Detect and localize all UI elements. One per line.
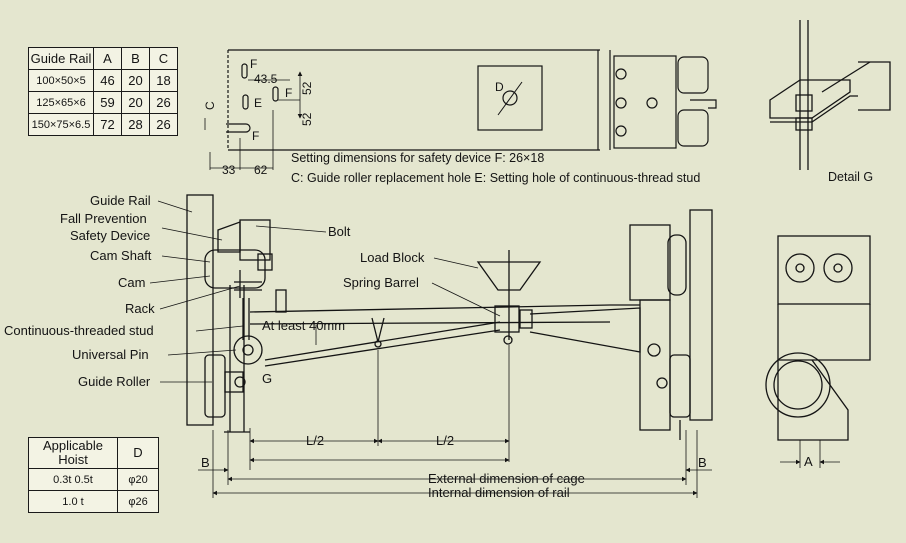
top-view-labels: F 43.5 52 E F 52 C F 33 62 D: [203, 57, 504, 177]
label-spring-barrel: Spring Barrel: [343, 275, 419, 290]
table-row: 0.3t 0.5t φ20: [28, 468, 159, 491]
table-cell: 59: [93, 91, 122, 114]
table-header-row: Guide Rail A B C: [28, 47, 178, 70]
leader-lines: [149, 200, 501, 383]
table-cell: 125×65×6: [28, 91, 94, 114]
notes: Setting dimensions for safety device F: …: [291, 151, 873, 185]
guide-rail-table: Guide Rail A B C 100×50×5 46 20 18 125×6…: [28, 47, 178, 136]
label-bolt: Bolt: [328, 224, 351, 239]
table-row: 150×75×6.5 72 28 26: [28, 113, 178, 136]
hoist-table: Applicable Hoist D 0.3t 0.5t φ20 1.0 t φ…: [28, 437, 159, 513]
side-view-labels: Guide Rail Fall Prevention Safety Device…: [4, 193, 813, 500]
label-e: E: [254, 96, 262, 110]
label-fall-prevention: Fall Prevention: [60, 211, 147, 226]
label-rack: Rack: [125, 301, 155, 316]
table-cell: 26: [149, 113, 178, 136]
table-cell: D: [117, 437, 159, 469]
dim-62: 62: [254, 163, 268, 177]
label-f2: F: [285, 86, 292, 100]
note-holes: C: Guide roller replacement hole E: Sett…: [291, 171, 700, 185]
table-cell: Guide Rail: [28, 47, 94, 70]
table-cell: 26: [149, 91, 178, 114]
label-f3: F: [252, 129, 259, 143]
label-guide-roller: Guide Roller: [78, 374, 151, 389]
label-d: D: [495, 80, 504, 94]
label-safety-device: Safety Device: [70, 228, 150, 243]
table-cell: 150×75×6.5: [28, 113, 94, 136]
dimension-lines: [198, 345, 712, 498]
dim-43-5: 43.5: [254, 72, 278, 86]
label-g: G: [262, 371, 272, 386]
label-c: C: [203, 101, 217, 110]
table-row: 100×50×5 46 20 18: [28, 69, 178, 92]
table-cell: Applicable Hoist: [28, 437, 118, 469]
label-at-least: At least 40mm: [262, 318, 345, 333]
table-cell: 20: [121, 69, 150, 92]
table-cell: φ26: [117, 490, 159, 513]
note-detail-g: Detail G: [828, 170, 873, 184]
table-row: 125×65×6 59 20 26: [28, 91, 178, 114]
dim-b-left: B: [201, 455, 210, 470]
label-stud: Continuous-threaded stud: [4, 323, 154, 338]
dim-l-half-2: L/2: [436, 433, 454, 448]
dim-l-half-1: L/2: [306, 433, 324, 448]
dim-b-right: B: [698, 455, 707, 470]
label-load-block: Load Block: [360, 250, 425, 265]
table-cell: 1.0 t: [28, 490, 118, 513]
table-cell: 20: [121, 91, 150, 114]
dim-internal-rail: Internal dimension of rail: [428, 485, 570, 500]
table-header-row: Applicable Hoist D: [28, 437, 159, 469]
end-view: [765, 235, 871, 468]
top-view: [204, 49, 717, 170]
dim-33: 33: [222, 163, 236, 177]
label-f1: F: [250, 57, 257, 71]
label-universal-pin: Universal Pin: [72, 347, 149, 362]
dim-52-a: 52: [300, 81, 314, 95]
detail-g: [769, 20, 891, 170]
table-cell: C: [149, 47, 178, 70]
dim-external-cage: External dimension of cage: [428, 471, 585, 486]
side-view: [186, 194, 713, 440]
label-guide-rail: Guide Rail: [90, 193, 151, 208]
label-cam: Cam: [118, 275, 145, 290]
table-row: 1.0 t φ26: [28, 490, 159, 513]
table-cell: φ20: [117, 468, 159, 491]
note-safety-device: Setting dimensions for safety device F: …: [291, 151, 544, 165]
dim-52-b: 52: [300, 112, 314, 126]
label-cam-shaft: Cam Shaft: [90, 248, 152, 263]
dim-a: A: [804, 454, 813, 469]
